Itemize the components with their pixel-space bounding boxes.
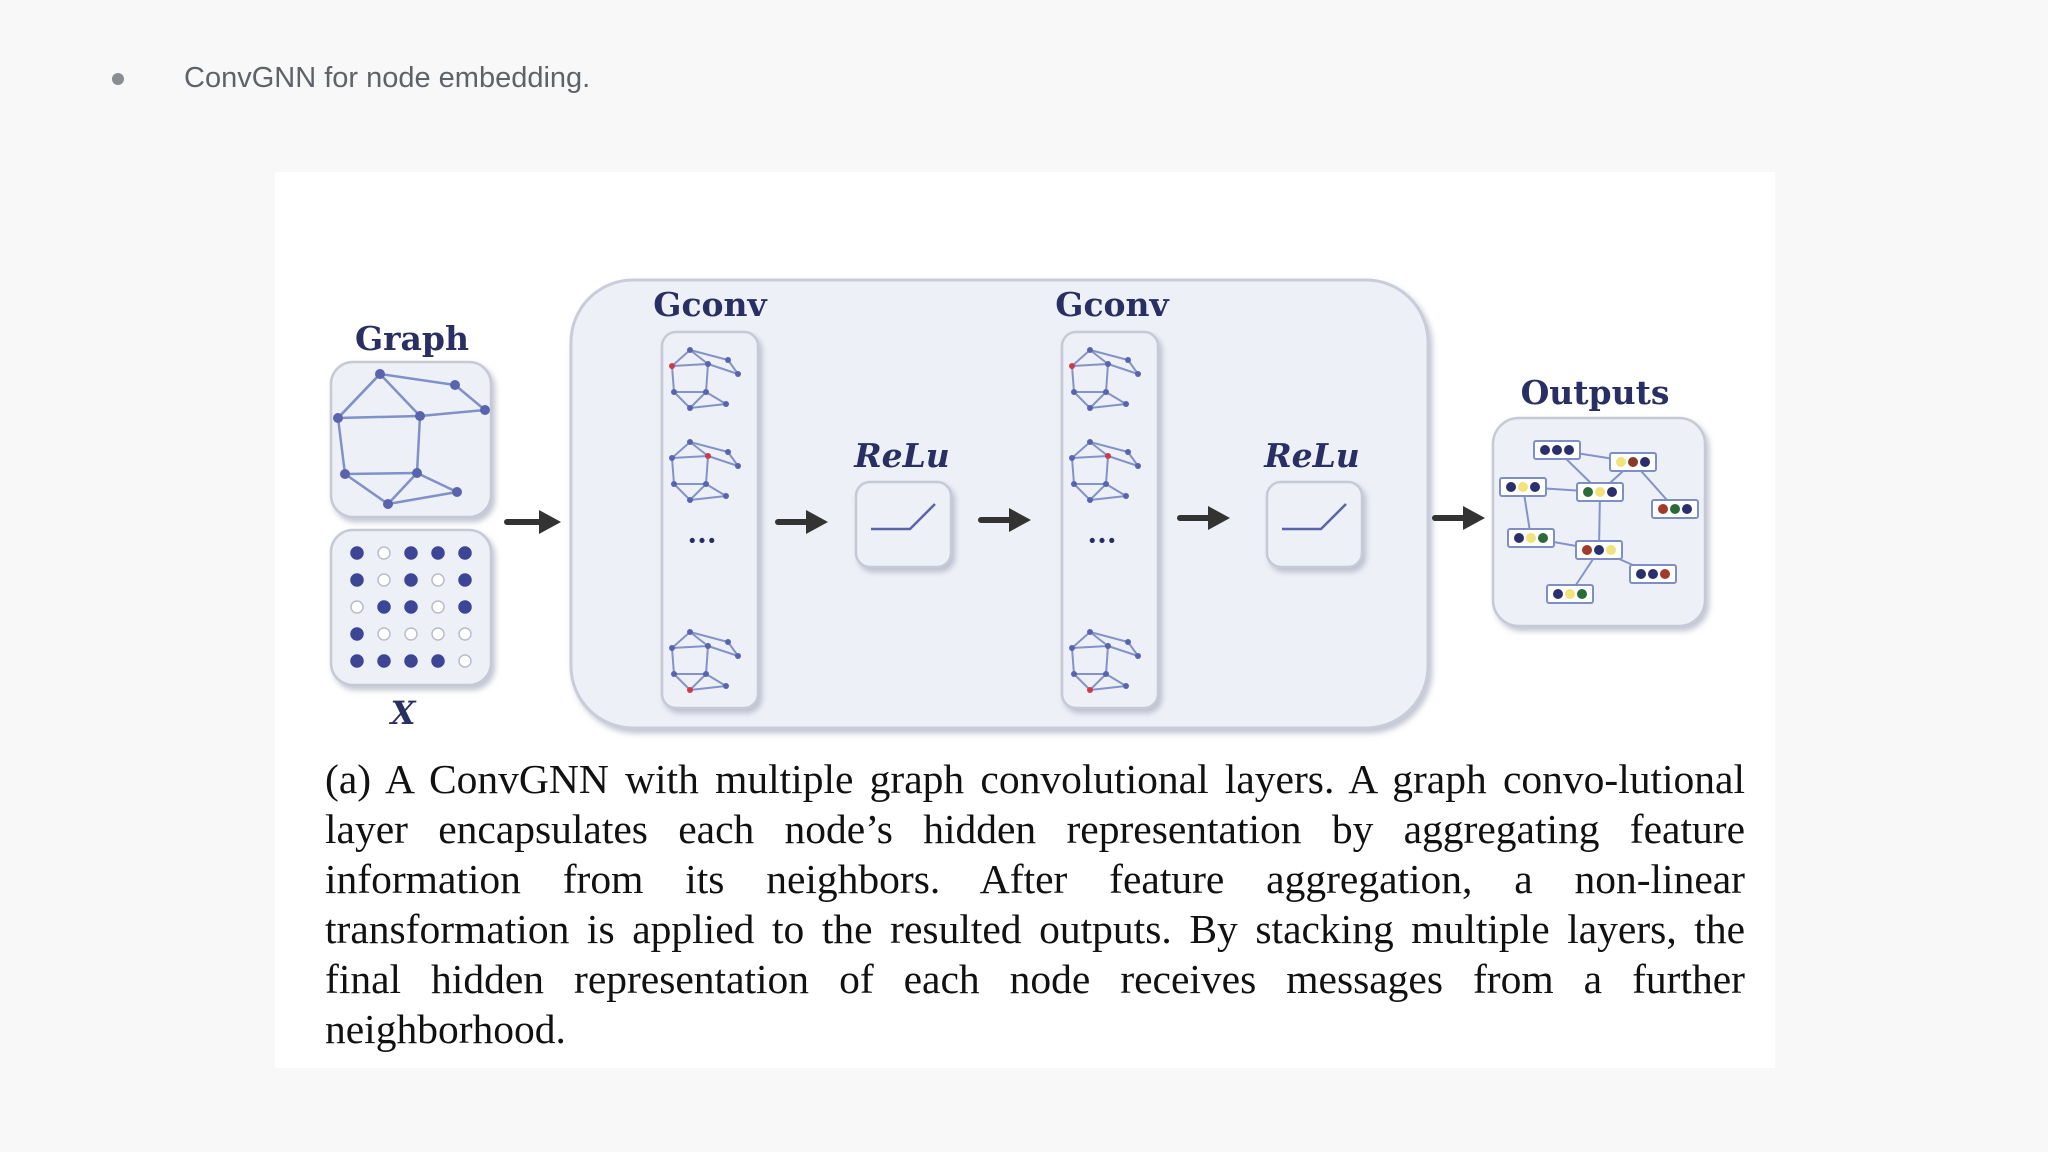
bullet-dot	[112, 72, 124, 85]
relu-label-2: ReLu	[1263, 436, 1360, 475]
arrow-icon	[504, 510, 561, 534]
bullet-item: ConvGNN for node embedding.	[110, 62, 590, 95]
convgnn-diagram: Graph	[329, 278, 1707, 732]
gconv-layer-1: ···	[660, 330, 760, 710]
outputs-label: Outputs	[1521, 373, 1670, 412]
relu-box-1	[854, 480, 953, 569]
gconv-layer-2: ···	[1060, 330, 1160, 710]
gconv-label-1: Gconv	[653, 285, 767, 324]
relu-box-2	[1265, 480, 1364, 569]
flow-arrows	[504, 506, 1485, 534]
convgnn-figure: Graph	[275, 172, 1775, 1068]
graph-label: Graph	[355, 319, 469, 358]
ellipsis-2: ···	[1087, 524, 1116, 557]
feature-matrix-label: X	[389, 694, 417, 732]
arrow-icon	[775, 510, 828, 534]
ellipsis-1: ···	[687, 524, 716, 557]
bullet-text: ConvGNN for node embedding.	[184, 62, 591, 94]
arrow-icon	[1177, 506, 1230, 530]
feature-matrix-box	[329, 528, 493, 687]
gconv-layers-container	[569, 278, 1430, 730]
gconv-label-2: Gconv	[1055, 285, 1169, 324]
arrow-icon	[1432, 506, 1485, 530]
arrow-icon	[978, 508, 1031, 532]
relu-label-1: ReLu	[853, 436, 950, 475]
input-graph-box	[329, 360, 493, 519]
figure-caption: (a) A ConvGNN with multiple graph convol…	[325, 756, 1745, 1052]
outputs-box	[1491, 416, 1707, 628]
